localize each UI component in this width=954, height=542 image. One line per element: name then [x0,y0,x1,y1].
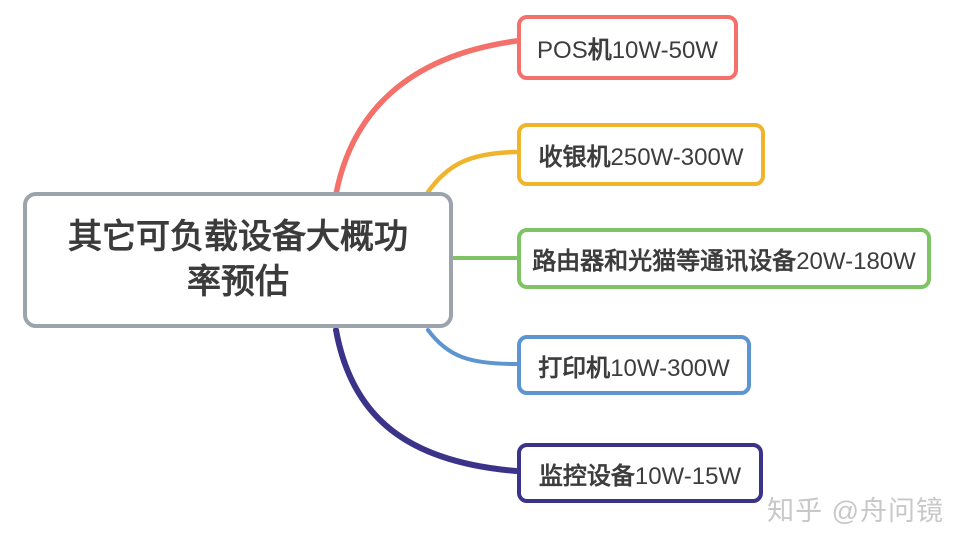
branch-label-part: 机 [587,37,612,64]
branch-label: 监控设备10W-15W [539,456,741,491]
branch-label-part: 10W-15W [634,462,742,490]
connector-monitor [333,327,519,474]
branch-label: 路由器和光猫等通讯设备20W-180W [532,241,916,276]
connector-printer [426,328,518,366]
branch-node-router[interactable]: 路由器和光猫等通讯设备20W-180W [517,228,931,289]
branch-label-part: 打印机 [538,354,611,382]
root-label-line1: 其它可负载设备大概功 [68,218,408,257]
branch-label-part: 10W-300W [610,354,730,382]
branch-label-part: 收银机 [538,144,611,171]
branch-node-pos[interactable]: POS机10W-50W [517,15,738,80]
branch-label-part: 监控设备 [538,462,635,490]
branch-label-part: 10W-50W [611,37,718,64]
branch-label: 打印机10W-300W [538,348,730,383]
watermark: 知乎 @舟问镜 [767,496,944,526]
connector-cash-register [425,149,519,195]
branch-label: POS机10W-50W [537,30,718,65]
root-node-label: 其它可负载设备大概功 率预估 [68,215,408,305]
root-label-line2: 率预估 [187,263,289,301]
branch-node-printer[interactable]: 打印机10W-300W [517,335,751,395]
branch-label-part: 250W-300W [610,144,744,171]
branch-label: 收银机250W-300W [539,137,744,172]
branch-label-part: POS [537,37,588,64]
root-node[interactable]: 其它可负载设备大概功 率预估 [23,192,453,328]
branch-label-part: 20W-180W [796,248,916,275]
branch-node-monitor[interactable]: 监控设备10W-15W [517,443,763,503]
connector-pos [333,38,519,197]
branch-label-part: 路由器和光猫等通讯设备 [532,248,797,275]
branch-node-cash-register[interactable]: 收银机250W-300W [517,123,765,186]
